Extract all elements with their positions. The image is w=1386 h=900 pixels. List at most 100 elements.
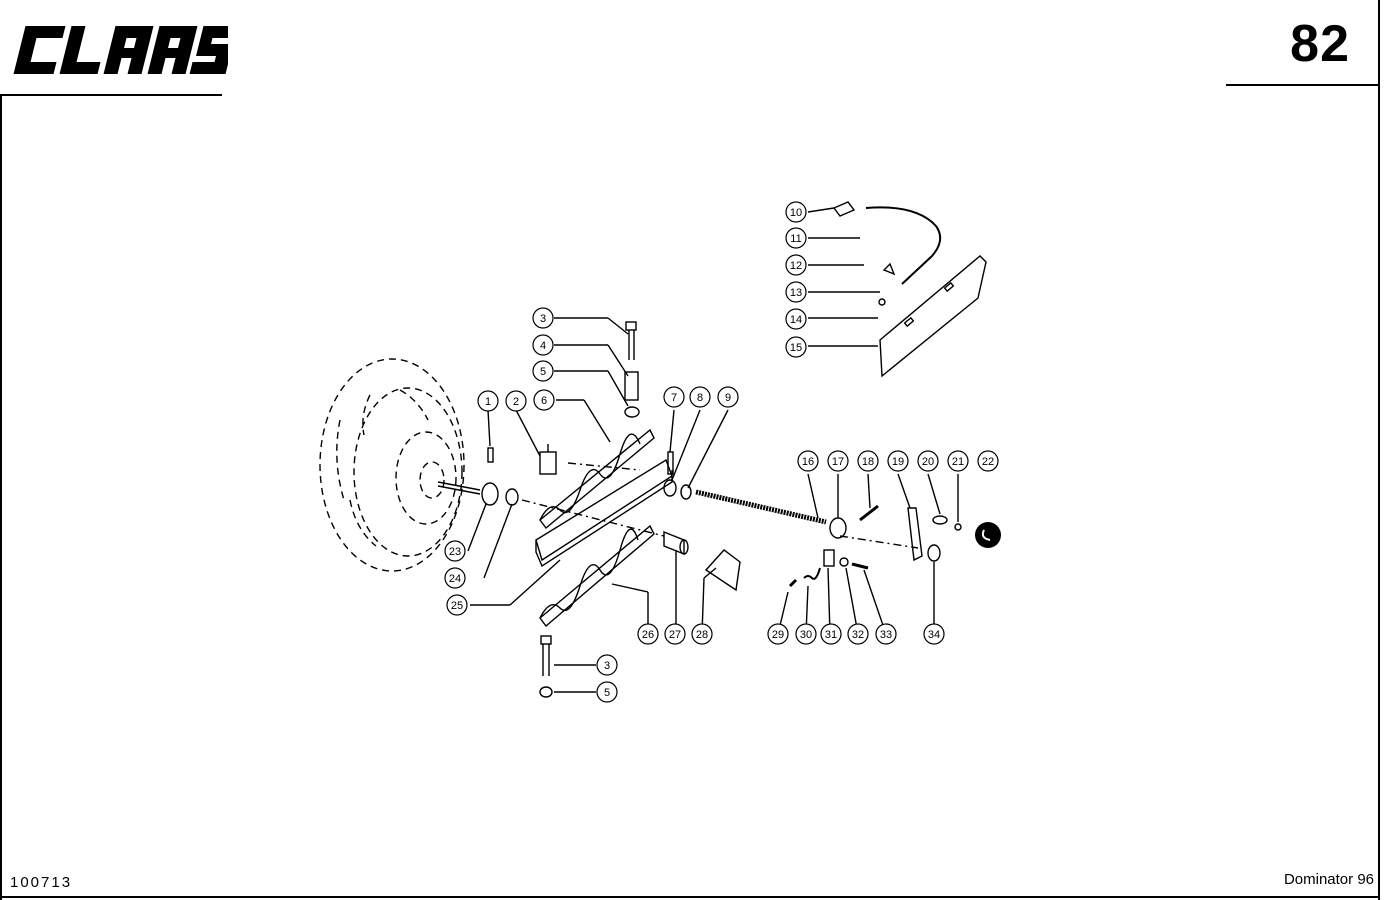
callout-circle <box>785 308 807 330</box>
callout-label: 24 <box>449 573 461 585</box>
part-2-block <box>539 451 557 475</box>
page-number: 82 <box>1290 15 1350 73</box>
part-5-nut <box>624 406 640 418</box>
part-15-plate <box>879 255 987 378</box>
callout-8: 8 <box>689 386 711 408</box>
callout-label: 30 <box>800 629 812 641</box>
callout-22: 22 <box>977 450 999 472</box>
callout-label: 22 <box>982 456 994 468</box>
callout-3: 3 <box>532 307 554 329</box>
callout-20: 20 <box>917 450 939 472</box>
part-19-lever <box>907 507 923 562</box>
callout-circle <box>977 450 999 472</box>
callout-circle <box>505 390 527 412</box>
callout-23: 23 <box>444 540 466 562</box>
callout-label: 20 <box>922 456 934 468</box>
callout-circle <box>785 336 807 358</box>
callout-circle <box>596 654 618 676</box>
callout-circle <box>827 450 849 472</box>
callout-circle <box>857 450 879 472</box>
callout-2: 2 <box>505 390 527 412</box>
callout-7: 7 <box>663 386 685 408</box>
callout-circle <box>533 389 555 411</box>
callout-5: 5 <box>596 681 618 703</box>
part-8-washer <box>663 479 677 497</box>
part-21-clip <box>954 523 962 531</box>
callout-label: 28 <box>696 629 708 641</box>
callout-27: 27 <box>664 623 686 645</box>
frame-right-border <box>1378 0 1380 900</box>
callout-label: 23 <box>449 546 461 558</box>
callout-30: 30 <box>795 623 817 645</box>
callout-circle <box>887 450 909 472</box>
callout-24: 24 <box>444 567 466 589</box>
part-26-bracket <box>539 524 655 628</box>
callout-circle <box>847 623 869 645</box>
callout-18: 18 <box>857 450 879 472</box>
callout-5: 5 <box>532 360 554 382</box>
callout-circle <box>664 623 686 645</box>
callout-circle <box>795 623 817 645</box>
callout-17: 17 <box>827 450 849 472</box>
callout-12: 12 <box>785 254 807 276</box>
part-22-knob <box>975 522 1001 548</box>
callout-label: 6 <box>541 395 547 407</box>
part-3-bolt-head <box>625 321 637 331</box>
callout-26: 26 <box>637 623 659 645</box>
callout-circle <box>917 450 939 472</box>
callout-21: 21 <box>947 450 969 472</box>
callout-label: 25 <box>451 600 463 612</box>
callout-34: 34 <box>923 623 945 645</box>
callout-label: 7 <box>671 392 677 404</box>
callout-label: 26 <box>642 629 654 641</box>
callout-label: 11 <box>790 233 801 245</box>
wheel-outline <box>319 358 465 572</box>
callout-33: 33 <box>875 623 897 645</box>
callout-14: 14 <box>785 308 807 330</box>
model-name: Dominator 96 <box>1283 871 1374 888</box>
callout-circle <box>767 623 789 645</box>
callout-label: 33 <box>880 629 892 641</box>
callout-circle <box>637 623 659 645</box>
callout-circle <box>875 623 897 645</box>
callout-15: 15 <box>785 336 807 358</box>
callout-circle <box>785 227 807 249</box>
callout-circle <box>663 386 685 408</box>
callout-circle <box>785 281 807 303</box>
frame-bottom-border <box>0 896 1380 898</box>
callout-label: 3 <box>540 313 546 325</box>
callout-10: 10 <box>785 201 807 223</box>
callout-circle <box>785 201 807 223</box>
callout-circle <box>446 594 468 616</box>
callout-circle <box>820 623 842 645</box>
part-25-beam <box>535 458 673 562</box>
part-34-nut <box>927 544 941 562</box>
header-rule-right <box>1226 84 1378 86</box>
callout-label: 9 <box>725 392 731 404</box>
callout-19: 19 <box>887 450 909 472</box>
part-30-spring <box>803 567 821 580</box>
callout-label: 31 <box>825 629 837 641</box>
claas-logo <box>13 26 228 74</box>
callout-label: 17 <box>832 456 844 468</box>
callout-circle <box>691 623 713 645</box>
part-13-clamp <box>882 262 896 276</box>
callout-label: 21 <box>952 456 964 468</box>
callout-25: 25 <box>446 594 468 616</box>
part-6-bracket <box>539 428 655 530</box>
callout-3: 3 <box>596 654 618 676</box>
callout-label: 4 <box>540 340 546 352</box>
callout-label: 34 <box>928 629 940 641</box>
callout-circle <box>444 567 466 589</box>
callout-circle <box>689 386 711 408</box>
callout-6: 6 <box>533 389 555 411</box>
callout-circle <box>947 450 969 472</box>
callout-label: 1 <box>485 396 491 408</box>
callout-label: 13 <box>790 287 802 299</box>
callout-circle <box>444 540 466 562</box>
part-14-nut <box>878 298 886 306</box>
callout-label: 18 <box>862 456 874 468</box>
part-9-threaded-rod <box>695 489 827 525</box>
callout-label: 32 <box>852 629 864 641</box>
